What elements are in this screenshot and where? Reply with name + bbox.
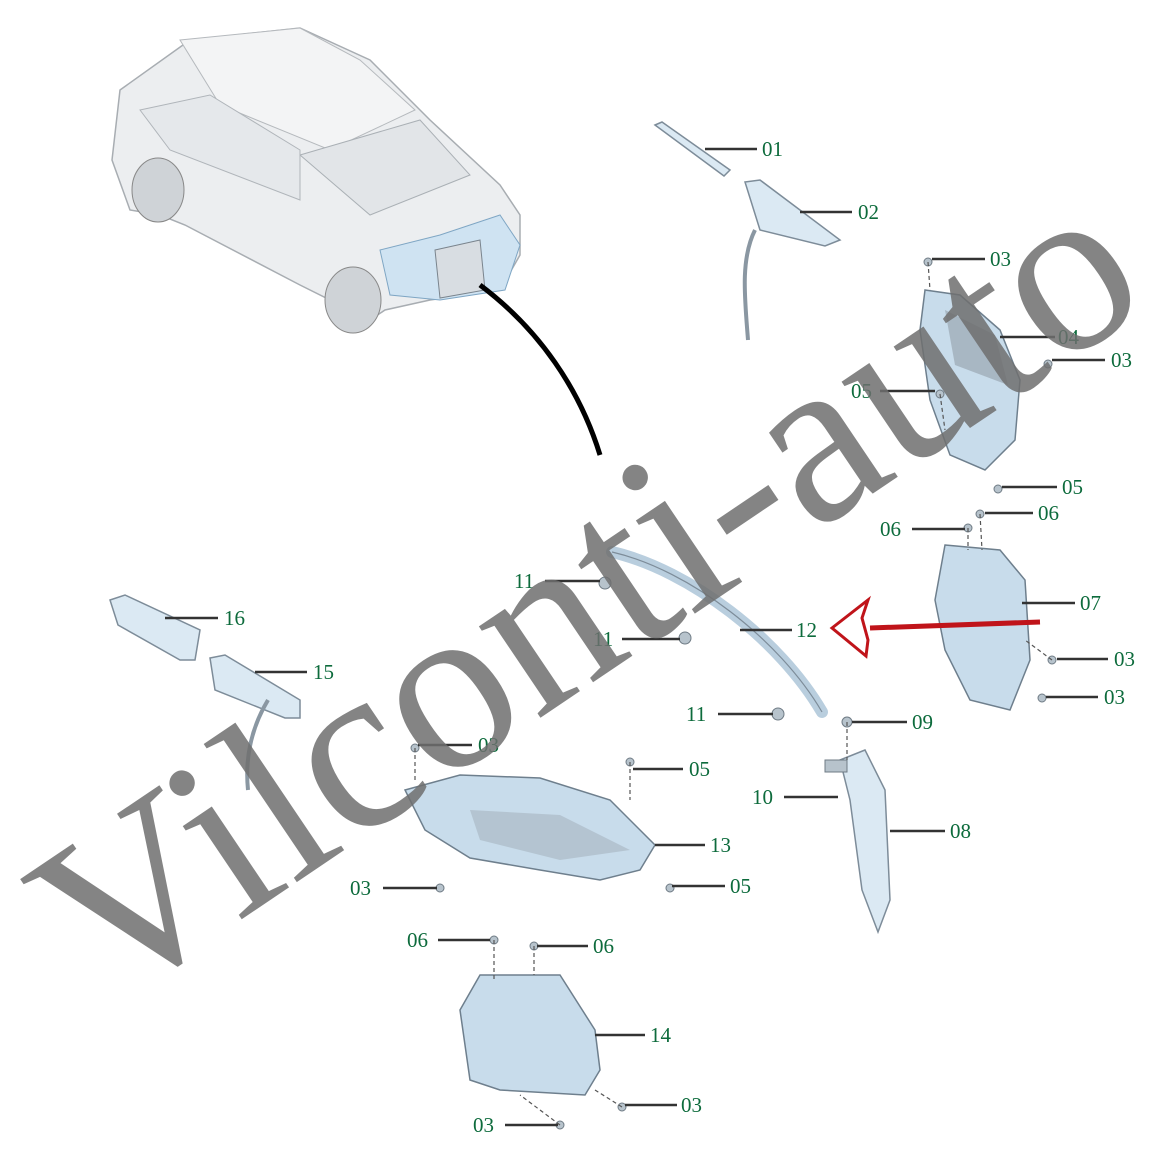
callout-09: 09 bbox=[912, 710, 933, 734]
callout-03: 03 bbox=[1104, 685, 1125, 709]
callout-11: 11 bbox=[514, 569, 534, 593]
callout-03: 03 bbox=[1111, 348, 1132, 372]
callout-08: 08 bbox=[950, 819, 971, 843]
part-12-strip bbox=[606, 546, 828, 718]
callout-13: 13 bbox=[710, 833, 731, 857]
part-08-bracket bbox=[839, 749, 891, 935]
part-14-fog-lamp bbox=[459, 974, 601, 1096]
part-16-trim bbox=[109, 594, 201, 661]
callout-06: 06 bbox=[407, 928, 428, 952]
callout-10: 10 bbox=[752, 785, 773, 809]
callout-15: 15 bbox=[313, 660, 334, 684]
callout-03: 03 bbox=[681, 1093, 702, 1117]
callout-11: 11 bbox=[593, 627, 613, 651]
callout-05: 05 bbox=[730, 874, 751, 898]
part-07-fog-lamp bbox=[934, 544, 1031, 711]
callout-05: 05 bbox=[851, 379, 872, 403]
callout-02: 02 bbox=[858, 200, 879, 224]
callout-03: 03 bbox=[990, 247, 1011, 271]
callout-12: 12 bbox=[796, 618, 817, 642]
callout-03: 03 bbox=[473, 1113, 494, 1137]
callout-03: 03 bbox=[1114, 647, 1135, 671]
callout-11: 11 bbox=[686, 702, 706, 726]
fasteners bbox=[410, 257, 1057, 1130]
callout-16: 16 bbox=[224, 606, 245, 630]
vehicle-illustration bbox=[111, 27, 603, 456]
callout-03: 03 bbox=[350, 876, 371, 900]
callout-lines bbox=[165, 147, 1108, 1127]
callout-07: 07 bbox=[1080, 591, 1101, 615]
part-15-lamp bbox=[209, 654, 301, 719]
callout-labels: 01 02 03 04 03 05 05 06 06 07 03 03 12 1… bbox=[224, 137, 1135, 1137]
callout-05: 05 bbox=[689, 757, 710, 781]
callout-03: 03 bbox=[478, 733, 499, 757]
direction-arrow bbox=[829, 595, 1041, 659]
part-01-trim bbox=[653, 121, 732, 177]
callout-05: 05 bbox=[1062, 475, 1083, 499]
callout-14: 14 bbox=[650, 1023, 672, 1047]
callout-01: 01 bbox=[762, 137, 783, 161]
part-02-lamp bbox=[744, 179, 842, 247]
callout-04: 04 bbox=[1058, 325, 1080, 349]
callout-06: 06 bbox=[1038, 501, 1059, 525]
callout-06: 06 bbox=[880, 517, 901, 541]
callout-06: 06 bbox=[593, 934, 614, 958]
